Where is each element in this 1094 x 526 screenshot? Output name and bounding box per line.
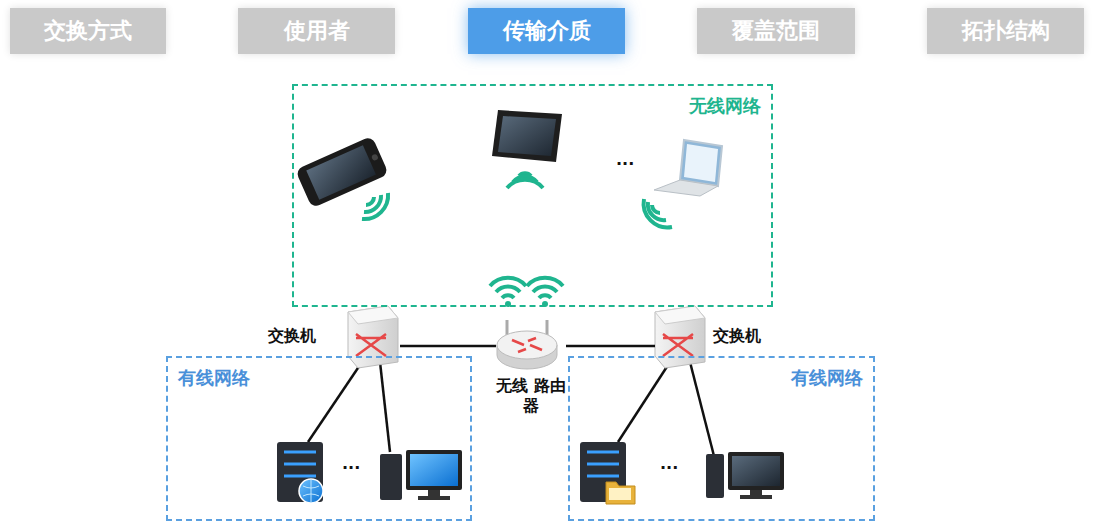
ellipsis-label: ... <box>342 454 360 473</box>
category-tab: 交换方式 <box>10 8 166 54</box>
router-node: 无线 路由器 <box>496 318 566 420</box>
node-label: 交换机 <box>713 326 761 347</box>
server-icon <box>580 442 635 504</box>
wifi-signal <box>507 173 543 188</box>
pc-icon <box>706 452 784 499</box>
wired-region: 有线网络 <box>166 356 472 521</box>
category-tab: 拓扑结构 <box>927 8 1084 54</box>
phone-icon <box>295 136 389 209</box>
wifi-signal <box>490 278 563 298</box>
category-tab: 使用者 <box>238 8 395 54</box>
node-label: 交换方式 <box>44 16 132 46</box>
link-line <box>566 345 655 348</box>
wireless-region: 无线网络 <box>292 84 773 307</box>
node-label: 传输介质 <box>503 16 591 46</box>
wifi-signal <box>644 199 672 227</box>
router-icon <box>497 320 557 369</box>
node-label: 覆盖范围 <box>732 16 820 46</box>
ellipsis-label: ... <box>660 454 678 473</box>
node-label: 交换机 <box>268 326 316 347</box>
category-tab: 覆盖范围 <box>697 8 855 54</box>
wired-region: 有线网络 <box>568 356 875 521</box>
wifi-signal <box>362 193 388 219</box>
node-label: 有线网络 <box>781 358 873 398</box>
tablet-icon <box>492 110 562 162</box>
switch-icon <box>655 306 705 368</box>
node-label: 使用者 <box>284 16 350 46</box>
node-label: 无线 路由器 <box>496 376 566 416</box>
laptop-icon <box>654 140 722 196</box>
server-icon <box>277 442 323 503</box>
switch-icon <box>348 306 398 368</box>
pc-icon <box>380 450 462 500</box>
node-label: 拓扑结构 <box>962 16 1050 46</box>
ellipsis-label: ... <box>616 150 634 169</box>
active-tab: 传输介质 <box>468 8 625 54</box>
cable-line <box>308 362 714 456</box>
node-label: 有线网络 <box>168 358 260 398</box>
node-label: 无线网络 <box>679 86 771 126</box>
link-line <box>400 345 496 348</box>
